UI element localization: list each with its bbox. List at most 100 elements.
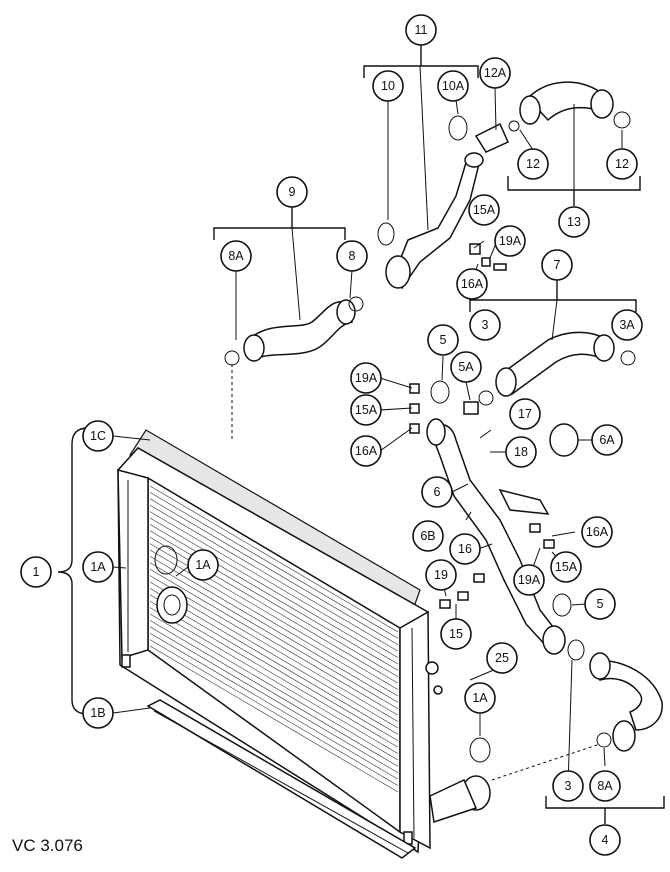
cooling-fin [149, 492, 399, 639]
callout-19a-top: 19A [494, 225, 526, 257]
callout-13: 13 [558, 206, 590, 238]
cooling-fin [149, 575, 399, 722]
callout-16a-top: 16A [456, 268, 488, 300]
cooling-fin [149, 562, 399, 710]
callout-5-top: 5 [427, 324, 459, 356]
callout-15-low: 15 [440, 618, 472, 650]
callout-6: 6 [421, 476, 453, 508]
callout-15a-right: 15A [550, 551, 582, 583]
hose-13 [508, 81, 631, 132]
svg-text:7: 7 [554, 258, 561, 272]
svg-text:1B: 1B [90, 706, 105, 720]
svg-text:1A: 1A [195, 558, 211, 572]
hose-4 [469, 652, 663, 763]
svg-text:16: 16 [458, 542, 472, 556]
callout-16a-mid: 16A [350, 435, 382, 467]
callout-6a: 6A [591, 424, 623, 456]
callout-1a-right: 1A [187, 549, 219, 581]
callout-19a-right: 19A [513, 564, 545, 596]
callout-16: 16 [449, 533, 481, 565]
cooling-fin [149, 504, 399, 652]
svg-text:1A: 1A [472, 691, 488, 705]
svg-text:12A: 12A [484, 66, 507, 80]
svg-text:5A: 5A [458, 360, 474, 374]
callout-12a: 12A [479, 57, 511, 89]
callout-3a: 3A [611, 309, 643, 341]
svg-text:11: 11 [415, 23, 428, 37]
svg-text:15A: 15A [473, 203, 496, 217]
cooling-fin [149, 645, 399, 793]
leader-lines [57, 45, 665, 824]
callout-16a-right: 16A [581, 516, 613, 548]
cooling-fin [149, 626, 399, 774]
callout-8a-low: 8A [589, 770, 621, 802]
callout-19: 19 [425, 559, 457, 591]
callout-10: 10 [372, 70, 404, 102]
svg-text:6: 6 [434, 485, 441, 499]
cooling-fin [149, 517, 399, 665]
svg-text:1: 1 [33, 565, 40, 579]
svg-text:16A: 16A [461, 277, 484, 291]
hose-7 [430, 331, 636, 415]
callout-5a: 5A [450, 351, 482, 383]
svg-text:5: 5 [440, 333, 447, 347]
svg-text:4: 4 [602, 833, 609, 847]
pipe-10 [377, 115, 509, 290]
callout-1c: 1C [82, 420, 114, 452]
cooling-fin [149, 613, 399, 761]
svg-text:3: 3 [482, 318, 489, 332]
callout-8a-top: 8A [220, 240, 252, 272]
callout-4: 4 [589, 824, 621, 856]
pipe-6 [409, 383, 585, 661]
svg-text:6B: 6B [420, 529, 435, 543]
callout-3-low: 3 [552, 770, 584, 802]
svg-text:9: 9 [289, 185, 296, 199]
cooling-fin [149, 581, 399, 729]
hose-9 [224, 296, 364, 366]
svg-text:12: 12 [615, 157, 629, 171]
cooling-fin [149, 588, 399, 735]
cooling-fin [149, 594, 399, 742]
callout-1a-lower: 1A [464, 682, 496, 714]
lower-rail [146, 699, 417, 859]
svg-text:17: 17 [518, 407, 532, 421]
cooling-fin [149, 498, 399, 646]
svg-text:3A: 3A [619, 318, 635, 332]
callout-9: 9 [276, 176, 308, 208]
cooling-fin [149, 568, 399, 716]
callout-12-right: 12 [606, 148, 638, 180]
callout-15a-mid: 15A [350, 394, 382, 426]
svg-text:19: 19 [434, 568, 448, 582]
svg-text:5: 5 [597, 597, 604, 611]
callout-5-low: 5 [584, 588, 616, 620]
svg-text:8: 8 [349, 249, 356, 263]
cooling-fin [149, 600, 399, 748]
callout-11: 11 [405, 14, 437, 46]
o-ring-1a-left [154, 545, 178, 575]
cooling-fin [149, 556, 399, 703]
cooling-fin [149, 607, 399, 754]
callout-25: 25 [486, 642, 518, 674]
svg-text:6A: 6A [599, 433, 615, 447]
svg-text:8A: 8A [597, 779, 613, 793]
callout-1b: 1B [82, 697, 114, 729]
svg-text:19A: 19A [518, 573, 541, 587]
callout-3-mid: 3 [469, 309, 501, 341]
svg-text:19A: 19A [355, 371, 378, 385]
svg-text:15: 15 [449, 627, 463, 641]
svg-text:10A: 10A [442, 79, 465, 93]
callout-1: 1 [20, 556, 52, 588]
svg-text:10: 10 [381, 79, 395, 93]
svg-text:16A: 16A [355, 444, 378, 458]
svg-text:13: 13 [567, 215, 581, 229]
cooling-fin [149, 524, 399, 671]
callout-15a-top: 15A [468, 194, 500, 226]
svg-text:15A: 15A [555, 560, 578, 574]
svg-text:3: 3 [565, 779, 572, 793]
callout-6b: 6B [412, 520, 444, 552]
callout-8: 8 [336, 240, 368, 272]
cooling-fin [149, 511, 399, 658]
svg-text:18: 18 [514, 445, 528, 459]
callout-1a-left: 1A [82, 551, 114, 583]
callout-19a-mid: 19A [350, 362, 382, 394]
